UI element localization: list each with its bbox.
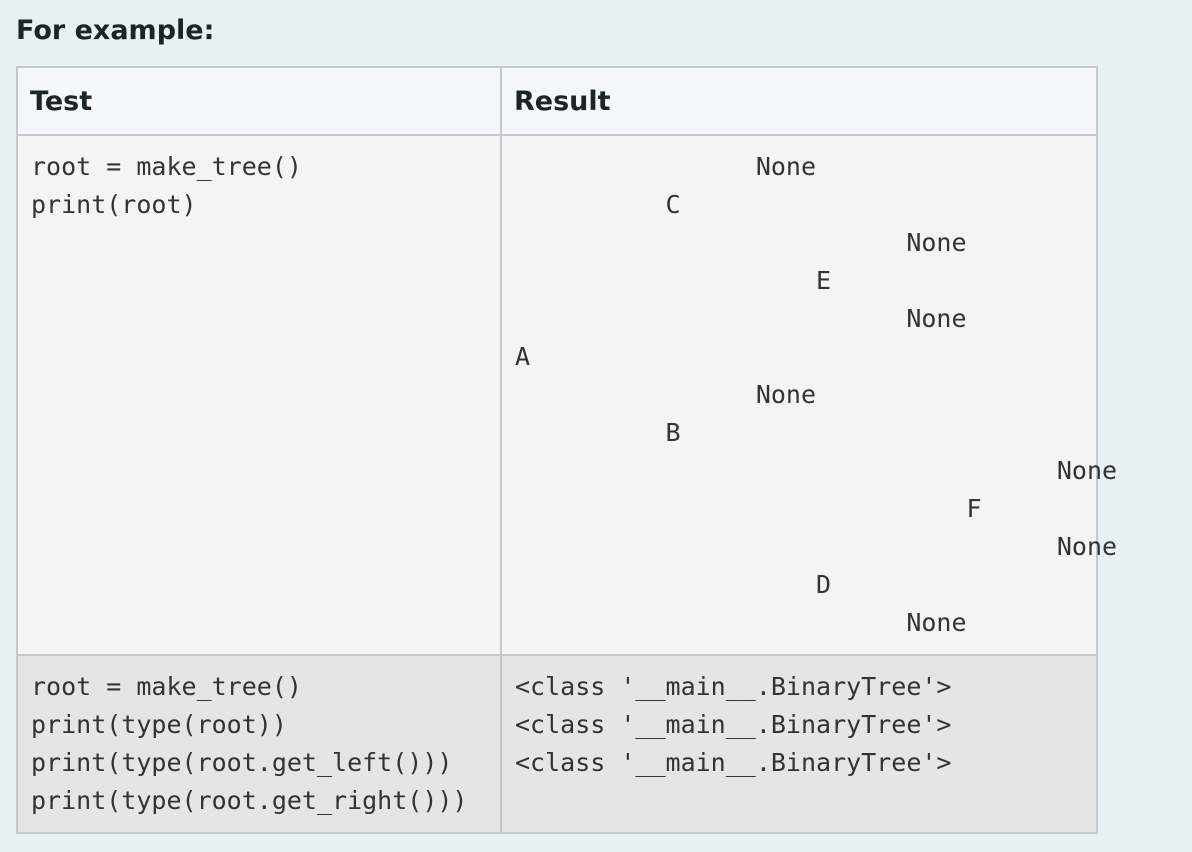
table-row: root = make_tree() print(root) None C No…	[16, 134, 1118, 656]
test-cell: root = make_tree() print(root)	[16, 134, 502, 656]
result-output: <class '__main__.BinaryTree'> <class '__…	[515, 672, 952, 777]
header-test: Test	[16, 66, 502, 136]
test-code: root = make_tree() print(root)	[31, 152, 302, 219]
test-cell: root = make_tree() print(type(root)) pri…	[16, 654, 502, 834]
header-result: Result	[500, 66, 1098, 136]
result-output: None C None E None A None B None	[515, 152, 1118, 637]
table-row: root = make_tree() print(type(root)) pri…	[16, 654, 1098, 834]
result-cell: None C None E None A None B None	[500, 134, 1118, 656]
examples-heading: For example:	[16, 15, 215, 46]
test-code: root = make_tree() print(type(root)) pri…	[31, 672, 468, 815]
result-cell: <class '__main__.BinaryTree'> <class '__…	[500, 654, 1098, 834]
table-header-row: Test Result	[16, 66, 1098, 136]
examples-table: Test Result root = make_tree() print(roo…	[16, 66, 1118, 834]
